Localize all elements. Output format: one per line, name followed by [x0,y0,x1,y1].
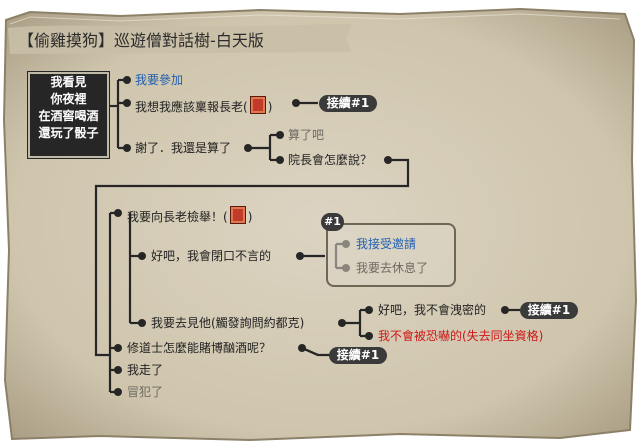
option-report-elder: 我想我應該稟報長老() [135,96,272,114]
option-wont-tell: 好吧，我不會洩密的 [378,303,486,317]
option-go-see-him: 我要去見他(觸發詢問約都克) [151,316,304,330]
continuation-box [326,223,456,287]
title-main: 偷雞摸狗 [34,31,98,50]
option-keep-quiet: 好吧，我會閉口不言的 [151,249,271,263]
start-line: 我看見 [30,74,107,91]
start-line: 還玩了骰子 [30,125,107,142]
option-abbot-say: 院長會怎麼說？ [288,153,372,167]
start-line: 在酒窖喝酒 [30,108,107,125]
option-not-intimidated: 我不會被恐嚇的(失去同坐資格) [378,329,543,343]
option-accuse-elder-end: ) [248,210,253,224]
option-never-mind: 謝了．我還是算了 [135,141,231,155]
title-bracket-open: 【 [18,31,34,50]
title-bracket-close: 】 [98,31,114,50]
option-accuse-elder-label: 我要向長老檢舉！( [127,210,228,224]
option-join: 我要參加 [135,73,183,87]
option-forget-it: 算了吧 [288,128,324,142]
start-dialogue-node: 我看見 你夜裡 在酒窖喝酒 還玩了骰子 [28,72,109,158]
elder-face-icon [250,96,266,114]
option-report-elder-end: ) [268,100,273,114]
continue-badge: 接續#1 [520,302,578,319]
option-leave: 我走了 [127,363,163,377]
option-go-rest: 我要去休息了 [356,261,428,275]
elder-face-icon [230,206,246,224]
option-accept-invite: 我接受邀請 [356,237,416,251]
page-title: 【偷雞摸狗】巡遊僧對話樹-白天版 [18,30,264,52]
option-monks-gamble: 修道士怎麼能賭博酗酒呢？ [127,341,271,355]
continue-badge: 接續#1 [319,95,377,112]
title-sub: 巡遊僧對話樹-白天版 [114,31,264,50]
option-offended: 冒犯了 [127,385,163,399]
continue-badge: 接續#1 [329,347,387,364]
continuation-badge: #1 [321,213,344,231]
option-report-elder-label: 我想我應該稟報長老( [135,100,248,114]
option-accuse-elder: 我要向長老檢舉！() [127,206,252,224]
start-line: 你夜裡 [30,91,107,108]
